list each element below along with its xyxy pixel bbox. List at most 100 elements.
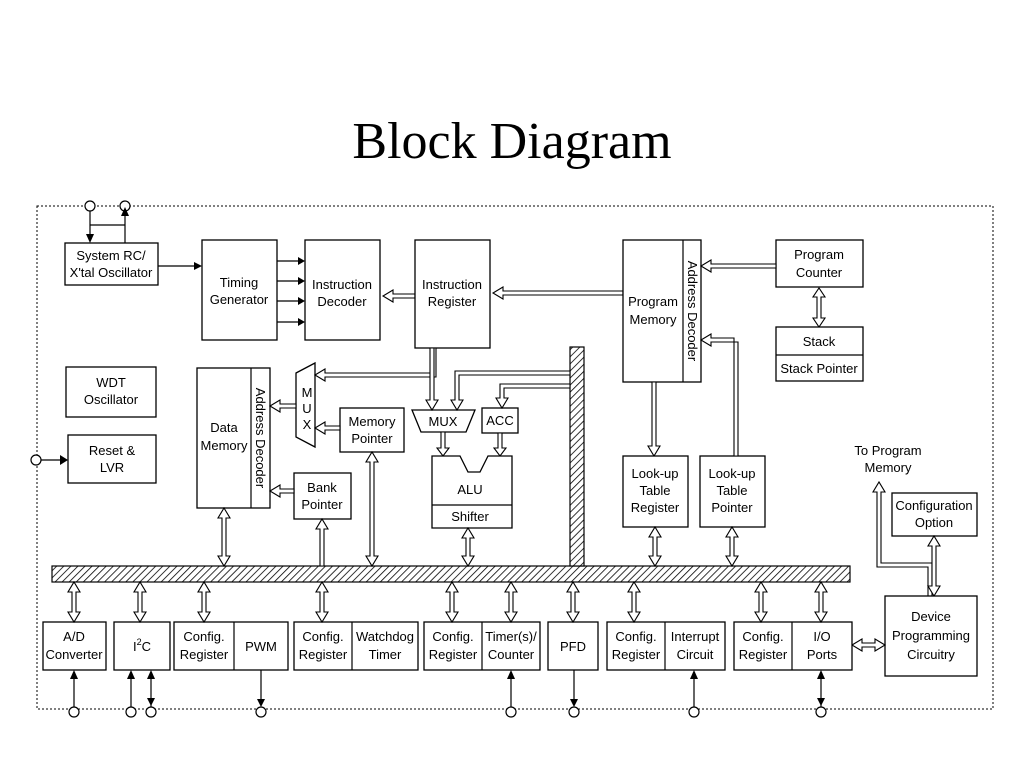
i2c-label: I2C (133, 637, 151, 654)
pfd-label: PFD (560, 639, 586, 654)
decoder-label-2: Decoder (317, 294, 367, 309)
wdt-label-1: WDT (96, 375, 126, 390)
config-timer-block: Config. Register Timer(s)/ Counter (423, 621, 541, 671)
program-memory-block: Program Memory Address Decoder (622, 239, 702, 383)
device-programming-block: Device Programming Circuitry (884, 595, 978, 677)
mux-alu-label: MUX (429, 414, 458, 429)
acc-label: ACC (486, 413, 513, 428)
mux-left-M: M (302, 385, 313, 400)
bottom-pins (68, 670, 827, 718)
reset-label-1: Reset & (89, 443, 136, 458)
wdt-oscillator-block: WDT Oscillator (65, 366, 157, 418)
io-label-2: Ports (807, 647, 838, 662)
bank-pointer-block: Bank Pointer (293, 472, 352, 520)
watchdog-label-1: Watchdog (356, 629, 414, 644)
i2c-label-sup: 2 (137, 637, 142, 647)
program-counter-block: Program Counter (775, 239, 864, 288)
config-option-label-1: Configuration (895, 498, 972, 513)
program-memory-label-2: Memory (630, 312, 677, 327)
ad-label-1: A/D (63, 629, 85, 644)
config4-label-1: Config. (615, 629, 656, 644)
pfd-block: PFD (547, 621, 599, 671)
timing-label-1: Timing (220, 275, 259, 290)
memory-pointer-label-2: Pointer (351, 431, 393, 446)
decoder-label-1: Instruction (312, 277, 372, 292)
vertical-bus (569, 346, 585, 567)
to-program-memory-label-1: To Program (854, 443, 921, 458)
instruction-decoder-block: Instruction Decoder (304, 239, 381, 341)
bank-pointer-label-1: Bank (307, 480, 337, 495)
config5-label-1: Config. (742, 629, 783, 644)
timing-label-2: Generator (210, 292, 269, 307)
lookup-table-pointer-block: Look-up Table Pointer (699, 455, 766, 528)
reset-lvr-block: Reset & LVR (67, 434, 157, 484)
config5-label-2: Register (739, 647, 788, 662)
config-interrupt-block: Config. Register Interrupt Circuit (606, 621, 726, 671)
memory-pointer-block: Memory Pointer (339, 407, 405, 453)
shifter-label: Shifter (451, 509, 489, 524)
timer-label-1: Timer(s)/ (485, 629, 537, 644)
alu-label: ALU (457, 482, 482, 497)
config2-label-2: Register (299, 647, 348, 662)
mux-alu-block: MUX (411, 409, 476, 433)
data-memory-label-1: Data (210, 420, 238, 435)
lookup-register-label-1: Look-up (632, 466, 679, 481)
pwm-label: PWM (245, 639, 277, 654)
lookup-table-register-block: Look-up Table Register (622, 455, 689, 528)
program-counter-label-1: Program (794, 247, 844, 262)
program-memory-label-1: Program (628, 294, 678, 309)
mux-left-block: M U X (295, 361, 316, 449)
stack-label: Stack (803, 334, 836, 349)
reset-pin (30, 454, 42, 466)
wdt-label-2: Oscillator (84, 392, 139, 407)
reset-label-2: LVR (100, 460, 124, 475)
i2c-block: I2C (113, 621, 171, 671)
i2c-label-suffix: C (142, 639, 151, 654)
alu-block: ALU Shifter (431, 455, 513, 529)
oscillator-block: System RC/ X'tal Oscillator (64, 242, 159, 286)
lookup-pointer-label-1: Look-up (709, 466, 756, 481)
config1-label-1: Config. (183, 629, 224, 644)
ad-converter-block: A/D Converter (42, 621, 107, 671)
bank-pointer-label-2: Pointer (301, 497, 343, 512)
lookup-register-label-2: Table (639, 483, 670, 498)
device-prog-label-2: Programming (892, 628, 970, 643)
memory-pointer-label-1: Memory (349, 414, 396, 429)
oscillator-label-2: X'tal Oscillator (70, 265, 153, 280)
data-bus (51, 565, 851, 583)
to-program-memory-label-2: Memory (865, 460, 912, 475)
program-address-decoder-label: Address Decoder (685, 261, 700, 362)
config1-label-2: Register (180, 647, 229, 662)
lookup-register-label-3: Register (631, 500, 680, 515)
register-label-1: Instruction (422, 277, 482, 292)
config3-label-1: Config. (432, 629, 473, 644)
mux-left-X: X (303, 417, 312, 432)
lookup-pointer-label-2: Table (716, 483, 747, 498)
lookup-pointer-label-3: Pointer (711, 500, 753, 515)
bus-connections (67, 580, 828, 624)
interrupt-label-2: Circuit (677, 647, 714, 662)
to-program-memory-label: To Program Memory (854, 443, 921, 475)
program-counter-label-2: Counter (796, 265, 843, 280)
timing-generator-block: Timing Generator (201, 239, 278, 341)
configuration-option-block: Configuration Option (891, 492, 978, 537)
mux-left-U: U (302, 401, 311, 416)
data-memory-label-2: Memory (201, 438, 248, 453)
device-prog-label-3: Circuitry (907, 647, 955, 662)
config2-label-1: Config. (302, 629, 343, 644)
config3-label-2: Register (429, 647, 478, 662)
config4-label-2: Register (612, 647, 661, 662)
config-io-block: Config. Register I/O Ports (733, 621, 853, 671)
ad-label-2: Converter (45, 647, 103, 662)
register-label-2: Register (428, 294, 477, 309)
oscillator-label-1: System RC/ (76, 248, 146, 263)
instruction-register-block: Instruction Register (414, 239, 491, 349)
watchdog-label-2: Timer (369, 647, 402, 662)
config-option-label-2: Option (915, 515, 953, 530)
i2c-label-prefix: I (133, 639, 137, 654)
data-address-decoder-label: Address Decoder (253, 388, 268, 489)
interrupt-label-1: Interrupt (671, 629, 720, 644)
stack-pointer-label: Stack Pointer (780, 361, 858, 376)
page-title: Block Diagram (352, 113, 672, 170)
